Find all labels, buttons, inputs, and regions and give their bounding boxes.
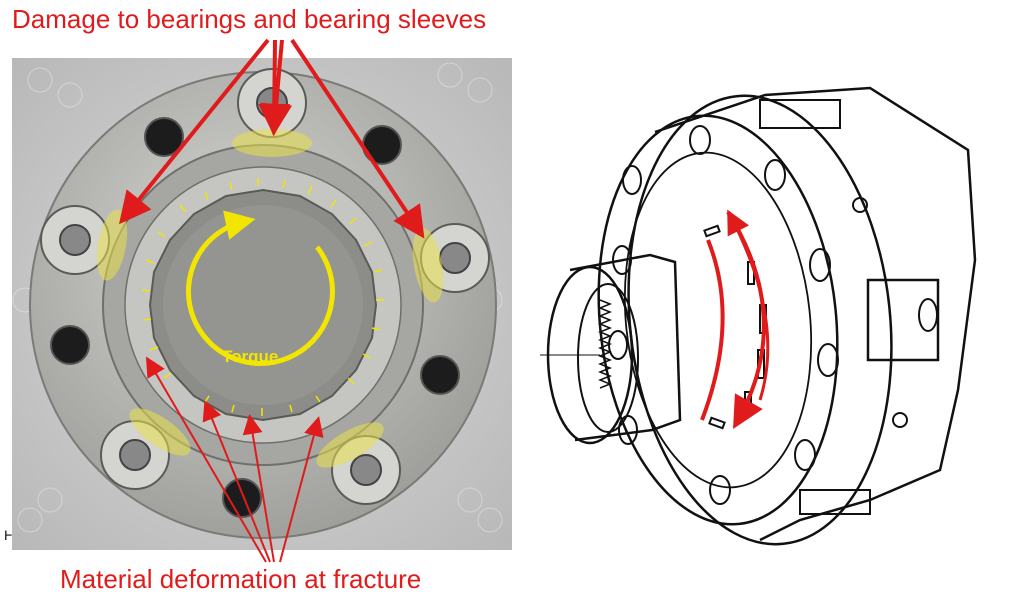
flange-holes — [608, 125, 938, 505]
damage-highlights — [96, 129, 444, 468]
drawing-torque-arrows — [700, 209, 770, 429]
window-slot — [866, 278, 940, 362]
fracture-arrows — [145, 356, 324, 563]
spline-teeth — [597, 299, 613, 389]
torque-label: Torque — [222, 347, 278, 366]
torque-arrow — [185, 210, 335, 366]
output-shaft — [569, 253, 682, 442]
fracture-marks — [141, 178, 384, 416]
front-flange — [597, 114, 839, 526]
carrier-drum-outline — [654, 86, 977, 542]
planet-carrier-line-drawing — [540, 86, 977, 546]
bolt-holes — [50, 117, 460, 518]
bearing-damage-arrows — [118, 38, 425, 239]
bearing-damage-caption: Damage to bearings and bearing sleeves — [12, 4, 487, 34]
edge-mark: Ⱶ — [4, 527, 12, 543]
fracture-caption: Material deformation at fracture — [60, 564, 422, 594]
planet-carrier-photo: Torque — [12, 38, 512, 563]
